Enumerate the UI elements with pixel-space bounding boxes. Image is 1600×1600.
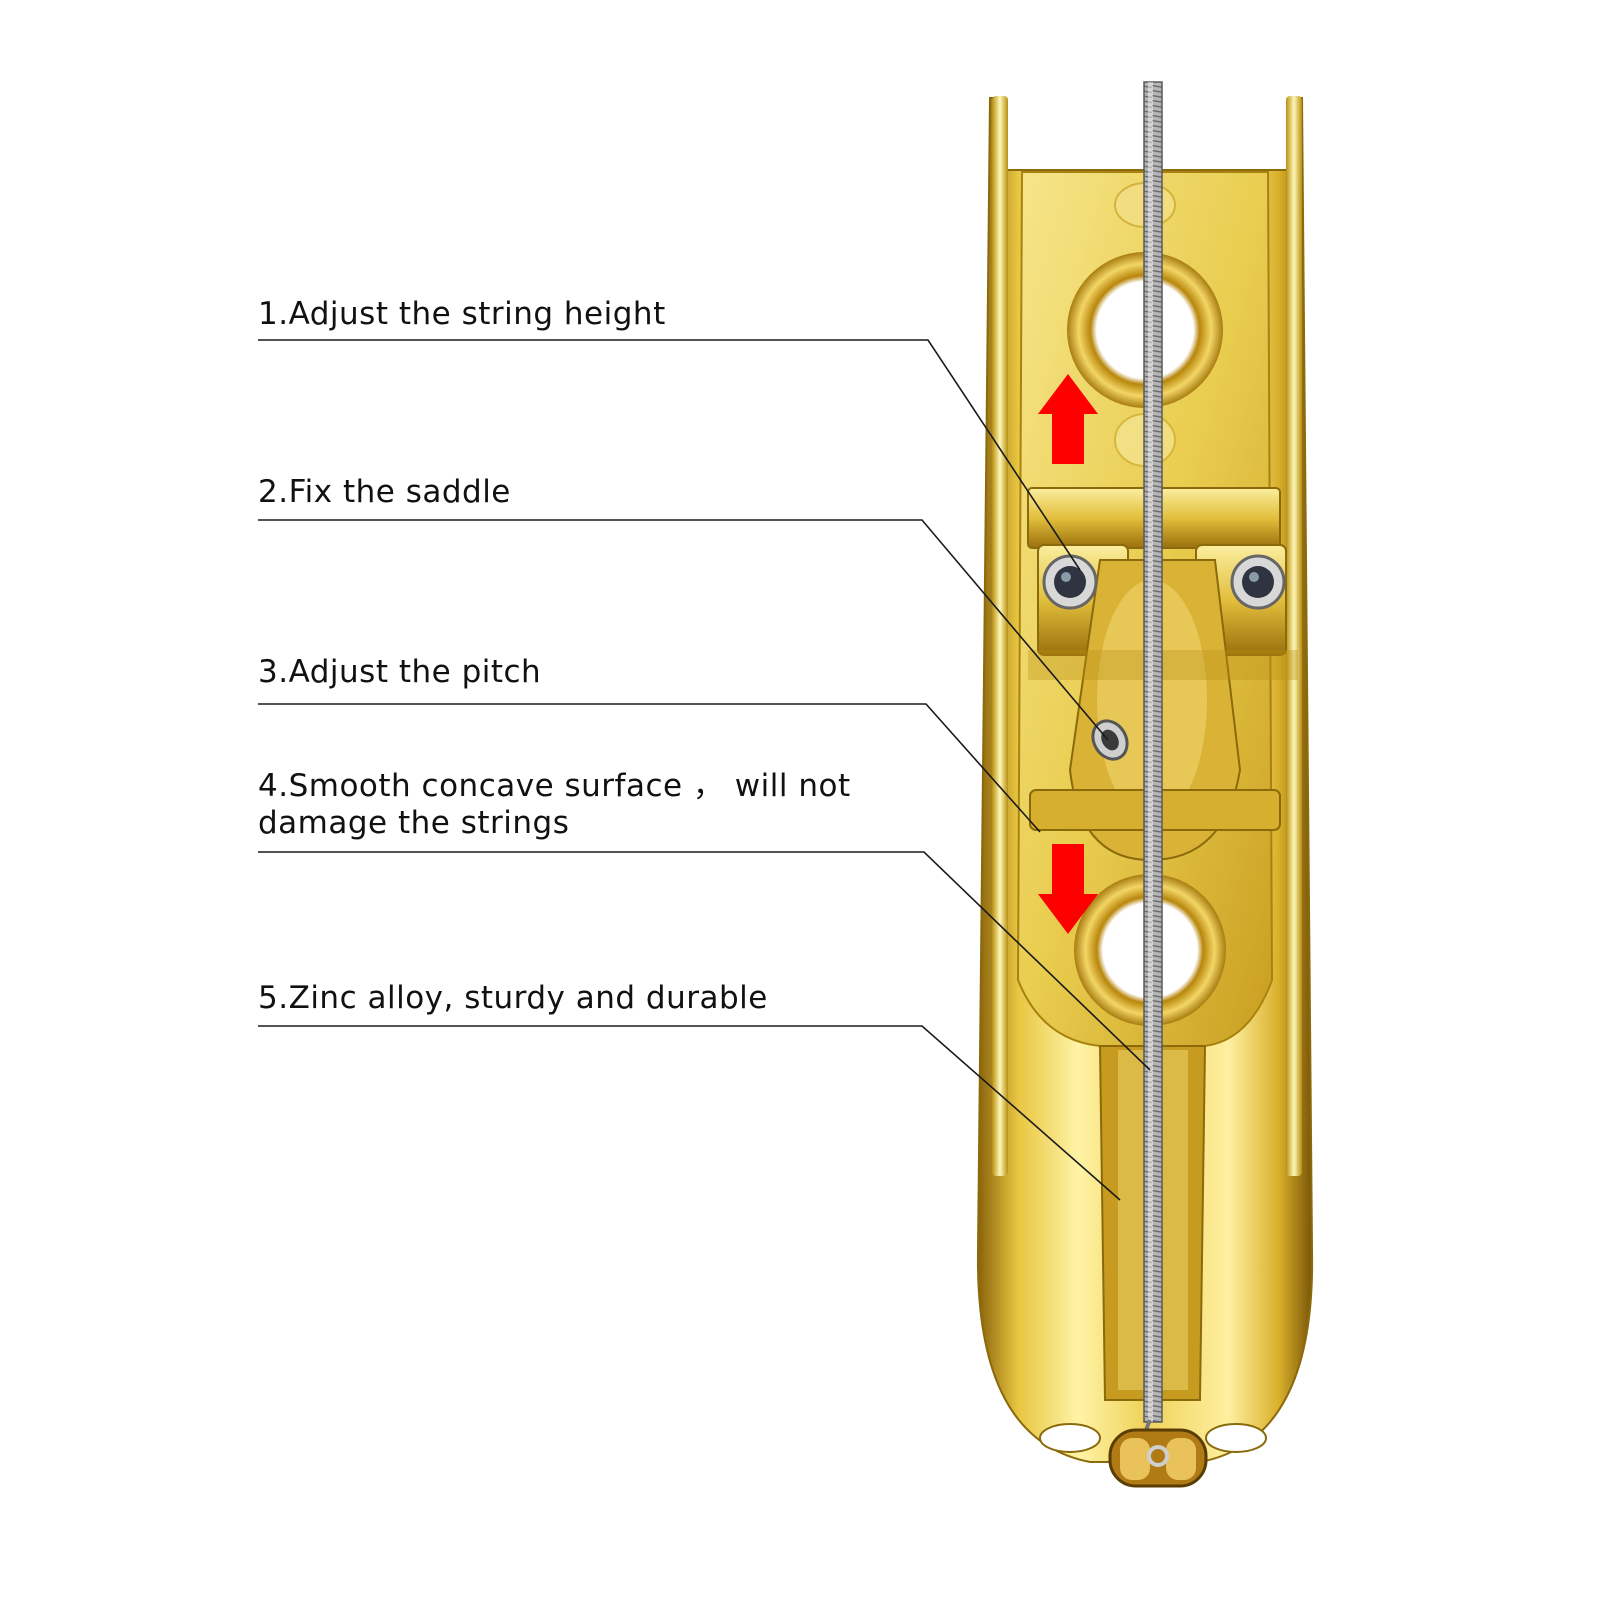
left-height-screw-icon (1042, 554, 1098, 610)
string-ball-end-icon (1108, 1428, 1208, 1488)
callout-3-leader-line (258, 703, 1041, 833)
callout-2-leader-line (258, 519, 1109, 741)
red-arrow-down-icon (1038, 844, 1098, 934)
callout-4-label-line-2: damage the strings (258, 805, 570, 841)
callout-4-label-line-1: 4.Smooth concave surface ， will not (258, 768, 851, 804)
callout-4-label: 4.Smooth concave surface ， will not dama… (258, 768, 851, 842)
callout-2-label: 2.Fix the saddle (258, 474, 511, 510)
callout-5-leader-line (258, 1025, 1121, 1201)
right-height-screw-icon (1230, 554, 1286, 610)
callout-4-leader-line (258, 851, 1151, 1071)
red-arrow-up-icon (1038, 374, 1098, 464)
callout-3-label: 3.Adjust the pitch (258, 654, 542, 690)
left-side-wall (992, 96, 1008, 1176)
callout-1-leader-line (258, 339, 1081, 571)
callout-5-label: 5.Zinc alloy, sturdy and durable (258, 980, 768, 1016)
right-side-wall (1286, 96, 1302, 1176)
guitar-string (1143, 81, 1163, 1461)
callout-1-label: 1.Adjust the string height (258, 296, 666, 332)
saddle-assembly (1027, 487, 1298, 862)
pitch-screw-icon (1091, 719, 1129, 761)
